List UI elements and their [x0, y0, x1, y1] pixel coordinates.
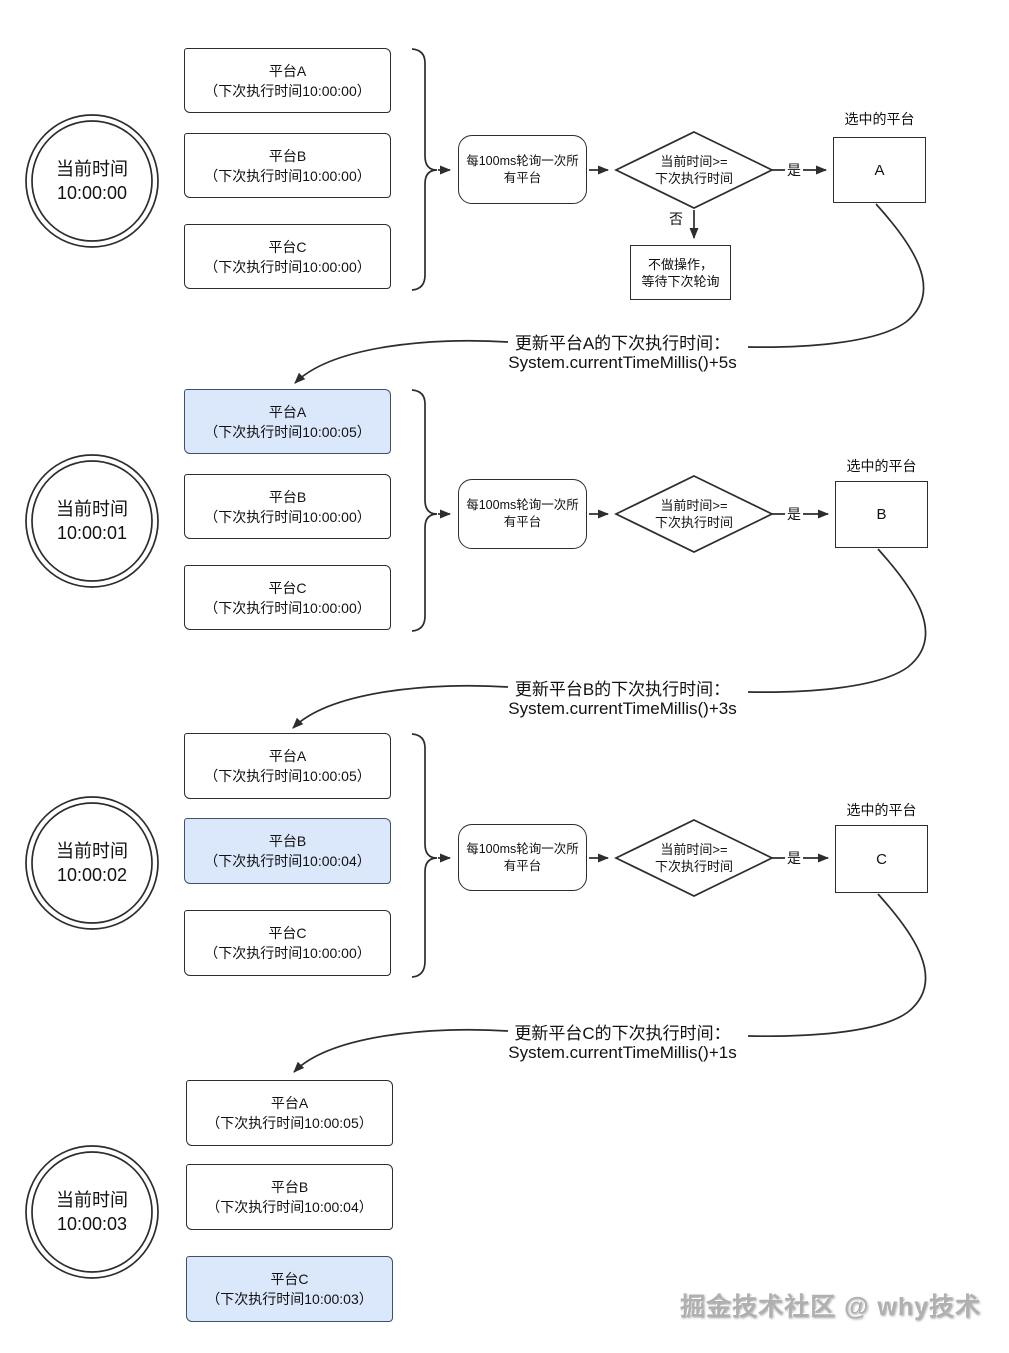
time-circle-4	[25, 1145, 159, 1279]
no-action-box: 不做操作， 等待下次轮询	[630, 245, 731, 300]
platform-box-b1: 平台B （下次执行时间10:00:00）	[184, 133, 391, 198]
decision-diamond-3	[614, 819, 774, 897]
yes-label-3: 是	[785, 850, 803, 866]
update-arrow-1-left	[294, 339, 509, 384]
update-annotation-1: 更新平台A的下次执行时间： System.currentTimeMillis()…	[508, 334, 737, 372]
no-label-1: 否	[669, 211, 683, 227]
update-arrow-1-right	[747, 203, 925, 348]
yes-label-2: 是	[785, 506, 803, 522]
update-arrow-3-right	[747, 893, 927, 1038]
update-annotation-2: 更新平台B的下次执行时间： System.currentTimeMillis()…	[508, 680, 737, 718]
platform-box-c4: 平台C （下次执行时间10:00:03）	[186, 1256, 393, 1322]
poll-box-1: 每100ms轮询一次所 有平台	[458, 135, 587, 204]
platform-box-c2: 平台C （下次执行时间10:00:00）	[184, 565, 391, 630]
brace-section-2	[411, 389, 438, 632]
current-time-2: 当前时间 10:00:01	[56, 499, 128, 543]
selected-title-3: 选中的平台	[846, 802, 917, 818]
platform-box-a2: 平台A （下次执行时间10:00:05）	[184, 389, 391, 454]
platform-box-a3: 平台A （下次执行时间10:00:05）	[184, 733, 391, 799]
platform-box-c3: 平台C （下次执行时间10:00:00）	[184, 910, 391, 976]
platform-box-b3: 平台B （下次执行时间10:00:04）	[184, 818, 391, 884]
selected-title-1: 选中的平台	[844, 111, 915, 127]
platform-box-c1: 平台C （下次执行时间10:00:00）	[184, 224, 391, 289]
platform-box-a1: 平台A （下次执行时间10:00:00）	[184, 48, 391, 113]
brace-section-3	[411, 733, 438, 978]
decision-diamond-2	[614, 475, 774, 553]
current-time-3: 当前时间 10:00:02	[56, 841, 128, 885]
update-arrow-2-right	[747, 548, 927, 693]
condition-label-1: 当前时间>= 下次执行时间	[654, 154, 733, 186]
update-annotation-3: 更新平台C的下次执行时间： System.currentTimeMillis()…	[508, 1024, 737, 1062]
poll-box-2: 每100ms轮询一次所 有平台	[458, 479, 587, 549]
brace-section-1	[411, 48, 438, 291]
poll-box-3: 每100ms轮询一次所 有平台	[458, 824, 587, 891]
time-circle-2	[25, 454, 159, 588]
decision-diamond-1	[614, 131, 774, 209]
platform-box-b4: 平台B （下次执行时间10:00:04）	[186, 1164, 393, 1230]
update-arrow-3-left	[293, 1028, 509, 1073]
current-time-4: 当前时间 10:00:03	[56, 1190, 128, 1234]
time-circle-3	[25, 796, 159, 930]
yes-label-1: 是	[785, 162, 803, 178]
update-arrow-2-left	[292, 684, 509, 729]
condition-label-2: 当前时间>= 下次执行时间	[654, 498, 733, 530]
selected-title-2: 选中的平台	[846, 458, 917, 474]
current-time-1: 当前时间 10:00:00	[56, 159, 128, 203]
platform-box-a4: 平台A （下次执行时间10:00:05）	[186, 1080, 393, 1146]
selected-box-2: B	[835, 481, 928, 548]
condition-label-3: 当前时间>= 下次执行时间	[654, 842, 733, 874]
selected-box-3: C	[835, 825, 928, 893]
selected-box-1: A	[833, 137, 926, 203]
watermark: 掘金技术社区 @ why技术	[680, 1293, 981, 1321]
time-circle-1	[25, 114, 159, 248]
platform-box-b2: 平台B （下次执行时间10:00:00）	[184, 474, 391, 539]
